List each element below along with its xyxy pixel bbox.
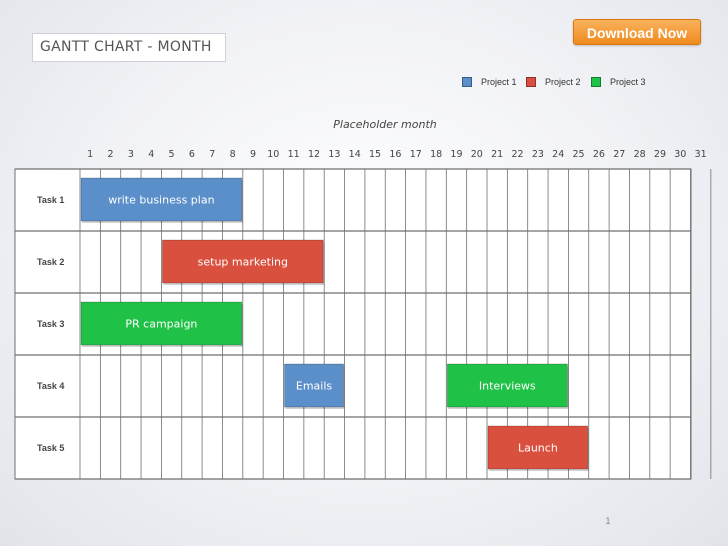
task-bar-label: Emails (296, 380, 333, 393)
task-bar-label: setup marketing (198, 256, 288, 269)
task-bar (80, 177, 243, 222)
month-label: Placeholder month (333, 118, 437, 131)
task-label: Task 2 (37, 257, 64, 267)
legend-swatch-project-3 (591, 77, 601, 87)
day-label: 9 (250, 149, 256, 160)
day-label: 27 (613, 149, 625, 160)
day-label: 10 (267, 149, 279, 160)
day-label: 1 (87, 149, 93, 160)
task-label: Task 5 (37, 443, 64, 453)
day-label: 11 (288, 149, 300, 160)
day-label: 30 (674, 149, 686, 160)
day-label: 12 (308, 149, 320, 160)
task-bar (161, 239, 324, 284)
day-label: 20 (471, 149, 483, 160)
day-label: 26 (593, 149, 605, 160)
day-label: 17 (410, 149, 422, 160)
day-label: 29 (654, 149, 666, 160)
day-label: 3 (128, 149, 134, 160)
day-label: 22 (511, 149, 523, 160)
page-number: 1 (605, 517, 611, 527)
download-now-button[interactable]: Download Now (573, 19, 701, 45)
legend-label-project-1: Project 1 (481, 77, 517, 87)
task-label: Task 3 (37, 319, 64, 329)
task-bar (284, 363, 344, 408)
task-label: Task 4 (37, 381, 64, 391)
day-label: 14 (349, 149, 361, 160)
legend-swatch-project-2 (526, 77, 536, 87)
day-label: 24 (552, 149, 564, 160)
day-label: 2 (108, 149, 114, 160)
day-label: 21 (491, 149, 503, 160)
day-label: 7 (209, 149, 215, 160)
day-label: 19 (450, 149, 462, 160)
day-label: 5 (169, 149, 175, 160)
day-label: 23 (532, 149, 544, 160)
task-label: Task 1 (37, 195, 64, 205)
legend-label-project-2: Project 2 (545, 77, 581, 87)
task-bar-label: Launch (518, 442, 558, 455)
day-label: 28 (634, 149, 646, 160)
day-label: 13 (328, 149, 340, 160)
task-bar (80, 301, 243, 346)
day-label: 31 (695, 149, 707, 160)
day-label: 8 (230, 149, 236, 160)
task-bar (446, 363, 568, 408)
day-label: 18 (430, 149, 442, 160)
legend-swatch-project-1 (462, 77, 472, 87)
slide-title: GANTT CHART - MONTH (32, 33, 226, 62)
day-label: 6 (189, 149, 195, 160)
legend-label-project-3: Project 3 (610, 77, 646, 87)
task-bar-label: write business plan (108, 194, 214, 207)
task-bar (487, 425, 589, 470)
day-label: 25 (573, 149, 585, 160)
day-label: 16 (389, 149, 401, 160)
day-label: 4 (148, 149, 154, 160)
task-bar-label: Interviews (479, 380, 536, 393)
task-bar-label: PR campaign (125, 318, 197, 331)
day-label: 15 (369, 149, 381, 160)
